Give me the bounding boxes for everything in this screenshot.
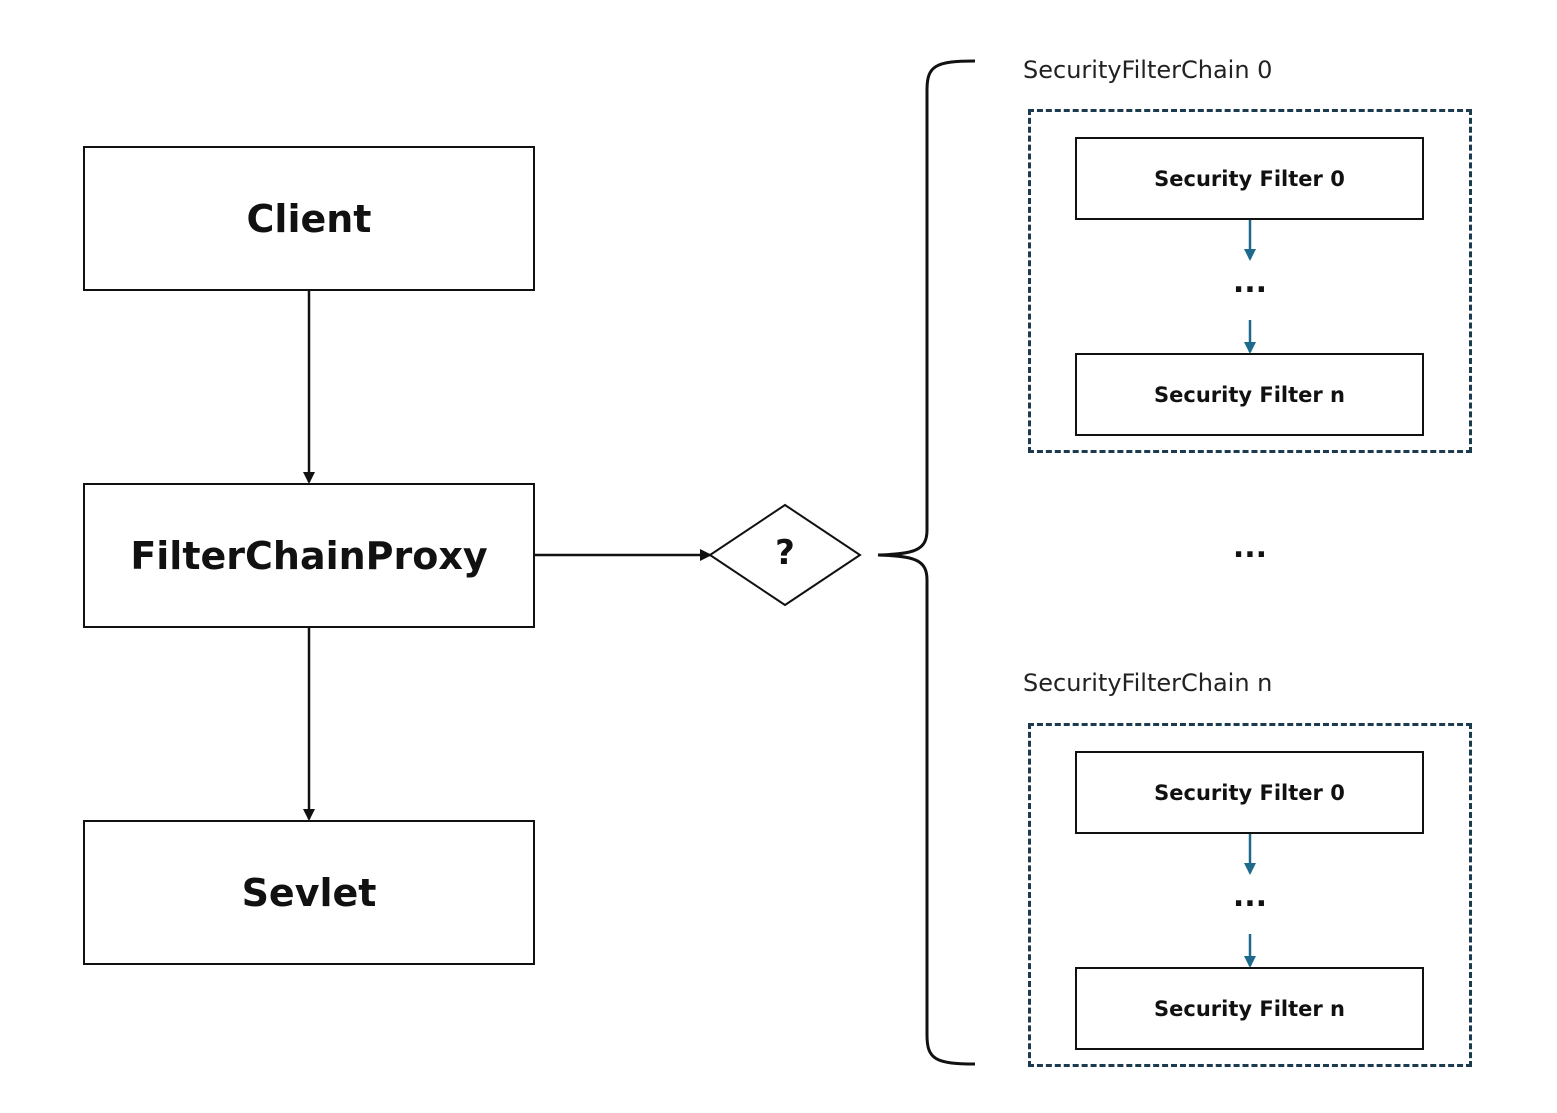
chain-n-ellipsis: ... — [1232, 879, 1268, 914]
chain-0-filter-last: Security Filter n — [1075, 353, 1424, 436]
chain-0-filter-first: Security Filter 0 — [1075, 137, 1424, 220]
filter-chain-proxy-label: FilterChainProxy — [130, 533, 488, 578]
security-filter-chain-0 — [1028, 109, 1472, 453]
servlet-box: Sevlet — [83, 820, 535, 965]
chain-0-ellipsis: ... — [1232, 265, 1268, 300]
chain-label-0: SecurityFilterChain 0 — [1023, 56, 1273, 84]
curly-brace — [877, 59, 976, 1066]
client-box: Client — [83, 146, 535, 291]
between-chains-ellipsis: ... — [1232, 530, 1268, 565]
security-filter-chain-n — [1028, 723, 1472, 1067]
chain-label-n: SecurityFilterChain n — [1023, 669, 1273, 697]
filter-label: Security Filter n — [1154, 382, 1345, 407]
servlet-label: Sevlet — [241, 870, 377, 915]
filter-chain-proxy-box: FilterChainProxy — [83, 483, 535, 628]
chain-n-filter-first: Security Filter 0 — [1075, 751, 1424, 834]
decision-diamond — [708, 503, 862, 607]
client-label: Client — [246, 196, 372, 241]
filter-label: Security Filter 0 — [1154, 166, 1345, 191]
filter-label: Security Filter 0 — [1154, 780, 1345, 805]
chain-n-filter-last: Security Filter n — [1075, 967, 1424, 1050]
filter-label: Security Filter n — [1154, 996, 1345, 1021]
decision-label: ? — [775, 533, 795, 573]
